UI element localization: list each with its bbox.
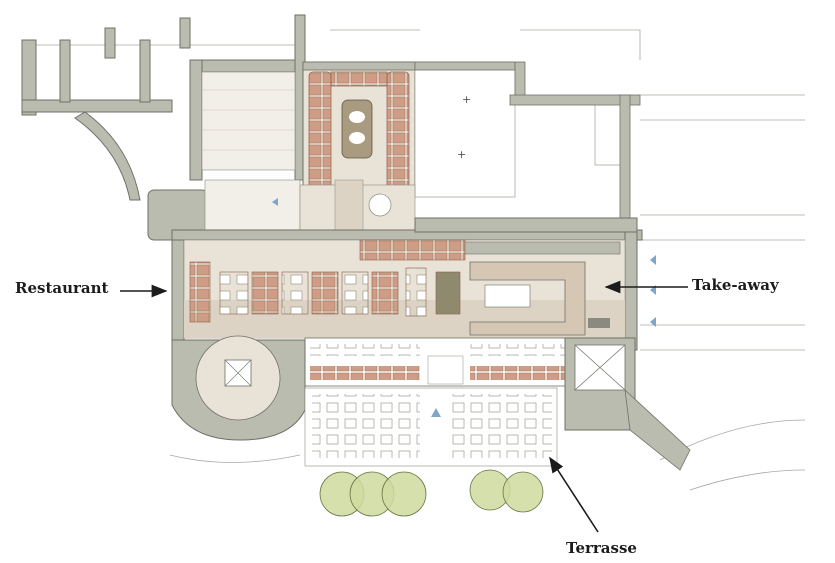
terrace [304,387,558,467]
annotation-arrows [120,280,688,533]
stair-core [564,337,691,471]
restaurant-label: Restaurant [15,279,109,297]
circulation [147,179,416,251]
terrasse-arrow [549,456,599,533]
terrasse-label: Terrasse [566,539,637,557]
trees [319,469,544,517]
upper-left-walls [21,14,306,201]
sketch-lines [25,29,806,491]
upper-left-rooms [201,71,296,171]
svg-text:+: + [457,148,466,161]
booths [189,261,461,323]
lower-seating [304,337,571,387]
round-tower [171,335,306,441]
svg-text:+: + [462,93,471,106]
upper-hall: + + [414,61,641,221]
upper-lounge [302,61,416,193]
takeaway-counter [469,261,610,336]
takeaway-label: Take-away [692,276,779,294]
